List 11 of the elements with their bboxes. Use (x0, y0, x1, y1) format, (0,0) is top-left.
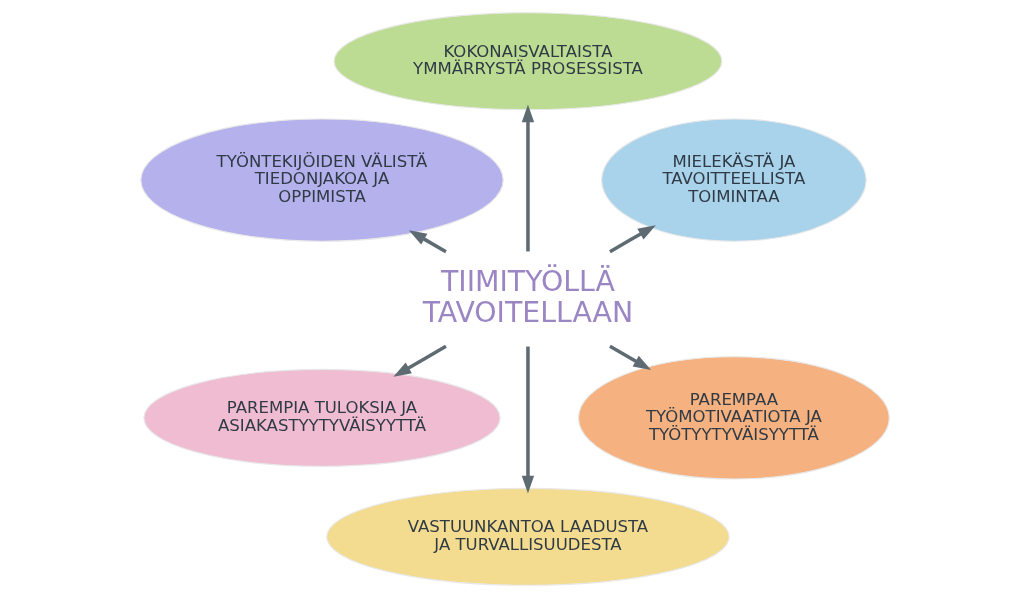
arrow (393, 344, 447, 377)
arrow (408, 230, 447, 254)
node-ellipse: VASTUUNKANTOA LAADUSTA JA TURVALLISUUDESTA (326, 487, 730, 586)
node-ellipse: TYÖNTEKIJÖIDEN VÄLISTÄ TIEDONJAKOA JA OPPIMISTA (140, 118, 504, 242)
arrow (521, 104, 535, 252)
arrow (521, 346, 535, 494)
node-text: TIIMITYÖLLÄ TAVOITELLAAN (422, 264, 634, 329)
arrow (609, 225, 656, 254)
node-ellipse: KOKONAISVALTAISTA YMMÄRRYSTÄ PROSESSISTA (333, 12, 723, 111)
node-ellipse: PAREMPIA TULOKSIA JA ASIAKASTYYTYVÄISYYTTÄ (143, 368, 501, 467)
arrow (609, 344, 652, 371)
